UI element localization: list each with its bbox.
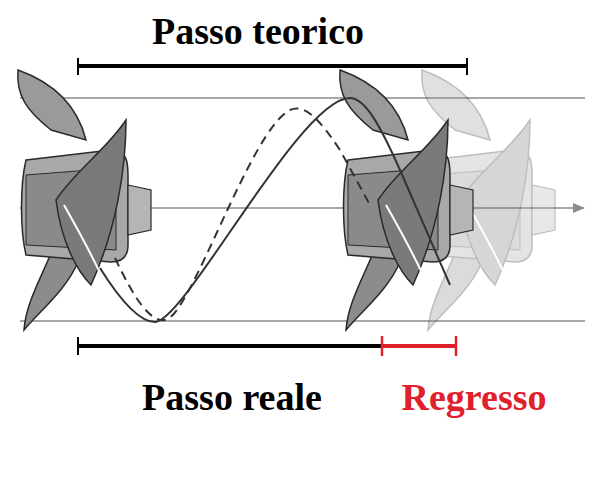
pitch-label: Passo reale [142, 378, 322, 416]
pitch-label: Passo teorico [152, 12, 364, 50]
slip-label: Regresso [402, 378, 547, 416]
